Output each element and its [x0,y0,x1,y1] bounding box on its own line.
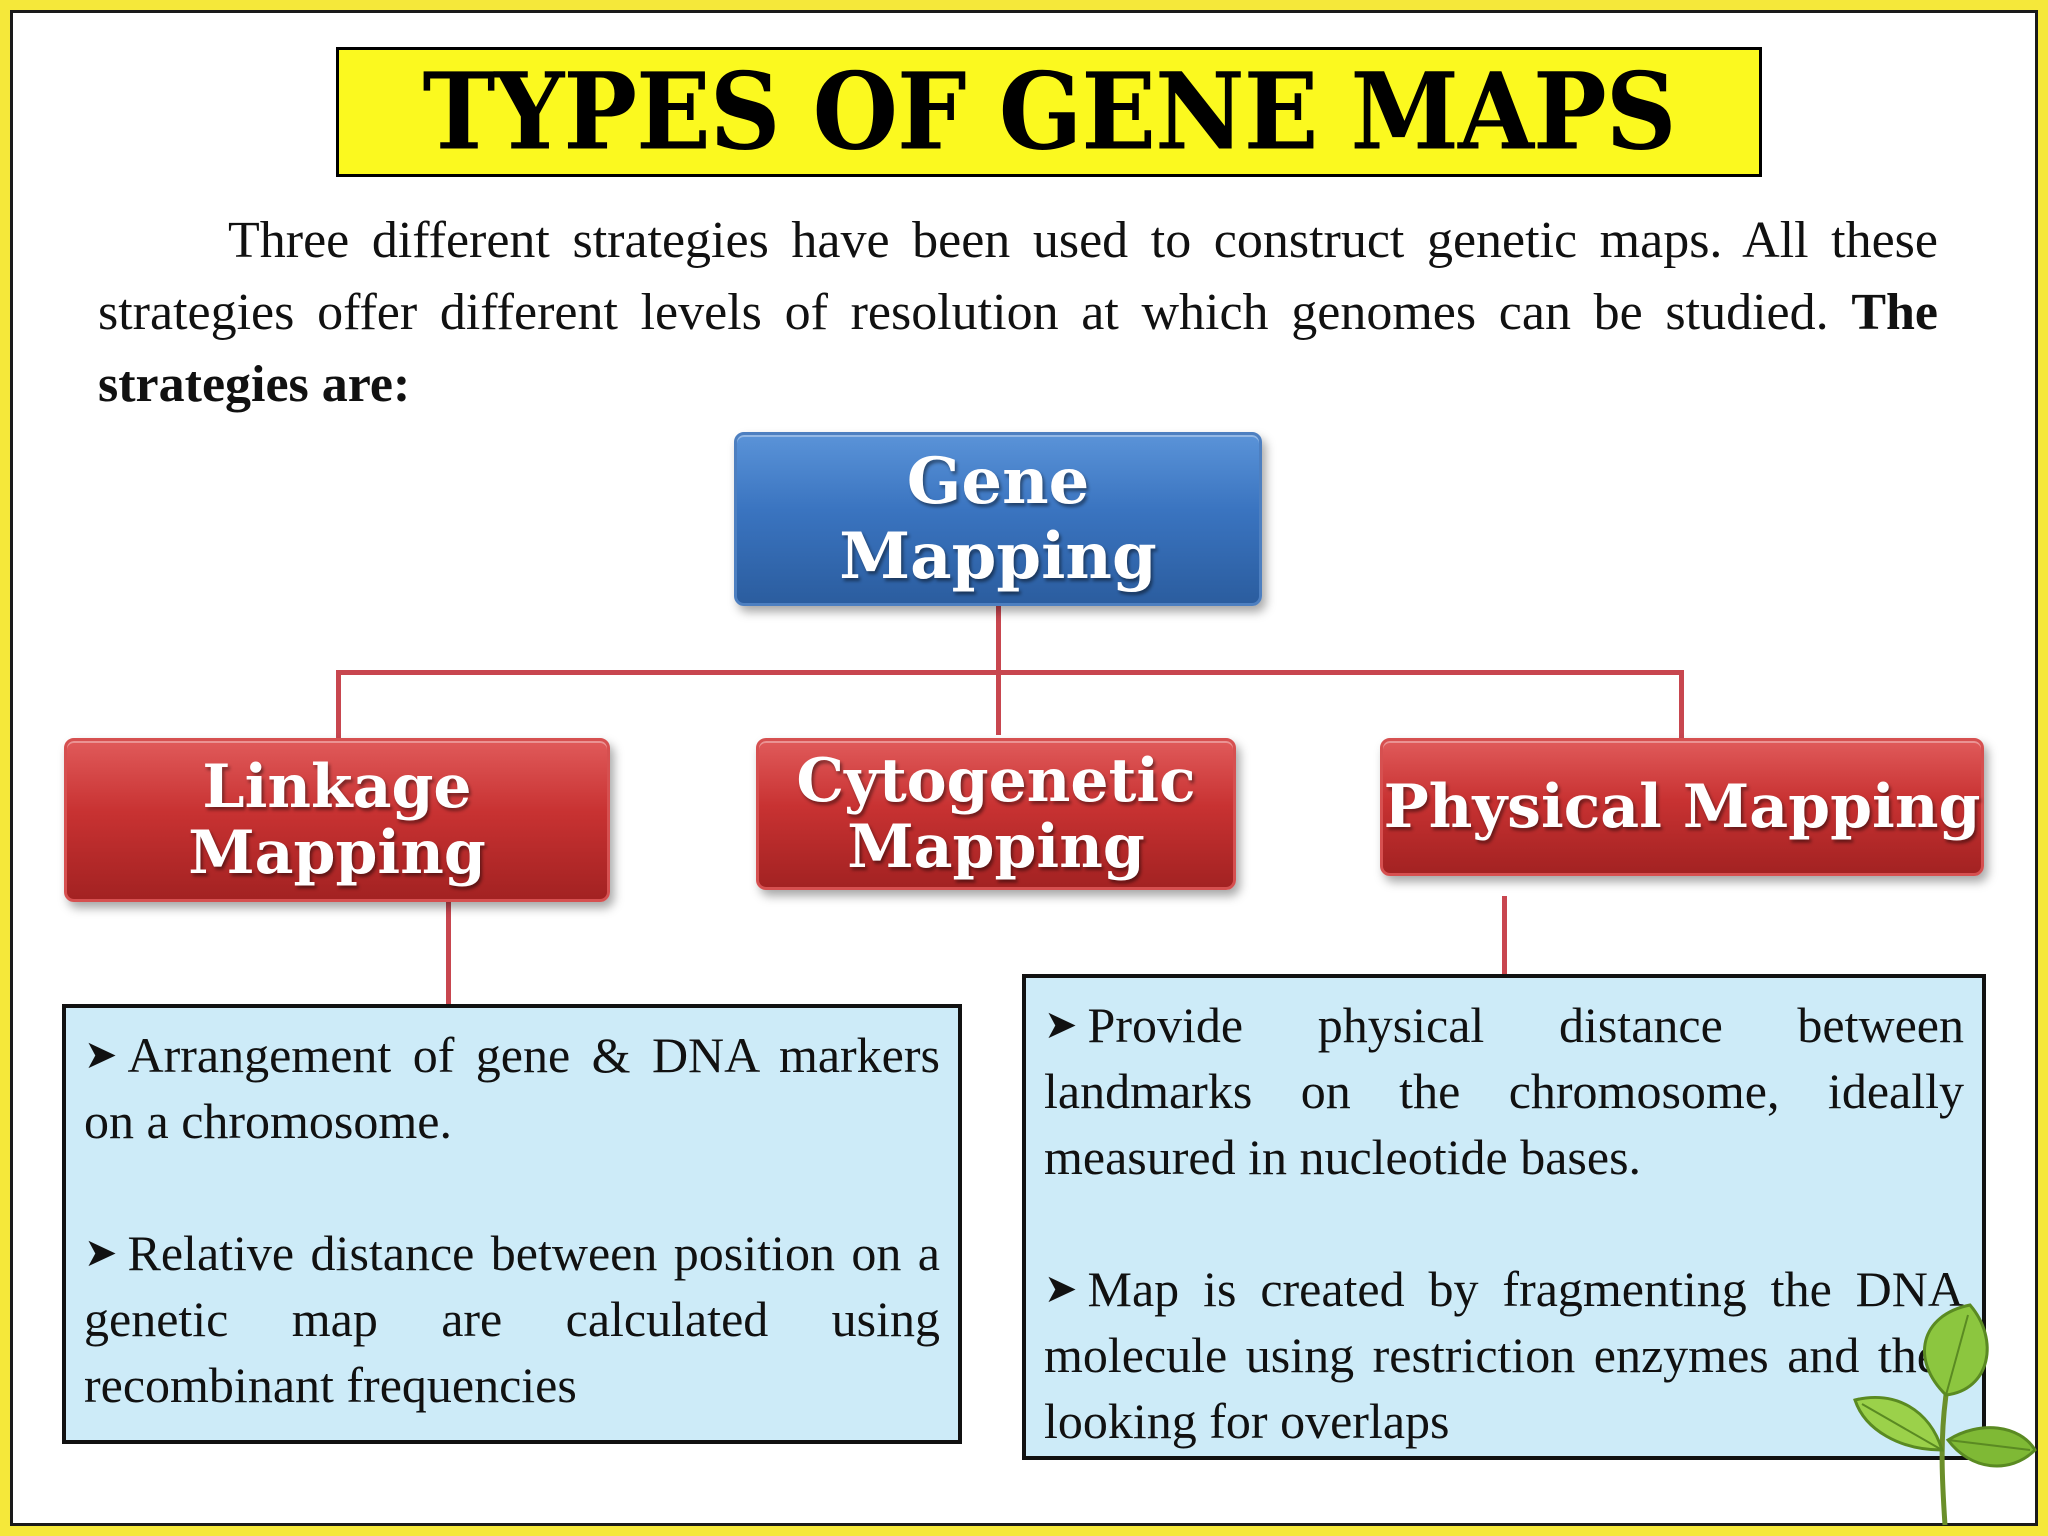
node-physical-label: Physical Mapping [1383,772,1981,842]
node-gene-mapping-label: Gene Mapping [839,444,1157,594]
intro-paragraph: Three different strategies have been use… [98,205,1938,421]
node-cytogenetic-line2: Mapping [847,812,1145,882]
list-item: ➤Relative distance between position on a… [84,1220,940,1418]
list-item: ➤Arrangement of gene & DNA markers on a … [84,1022,940,1154]
node-physical-mapping: Physical Mapping [1380,738,1984,876]
node-linkage-mapping: Linkage Mapping [64,738,610,902]
intro-text: Three different strategies have been use… [98,212,1938,341]
physical-bullet-1: Provide physical distance between landma… [1044,997,1964,1185]
connector-physical-to-box [1502,896,1507,978]
connector-linkage-to-box [446,898,451,1008]
connector-horizontal [336,670,1684,675]
physical-bullet-2: Map is created by fragmenting the DNA mo… [1044,1261,1964,1449]
linkage-bullet-2: Relative distance between position on a … [84,1225,940,1413]
arrowhead-bullet-icon: ➤ [84,1032,118,1078]
node-gene-mapping: Gene Mapping [734,432,1262,606]
leaf-icon [1853,1303,2037,1526]
connector-right-down [1679,670,1684,740]
list-item: ➤Map is created by fragmenting the DNA m… [1044,1256,1964,1454]
title-banner: TYPES OF GENE MAPS [336,47,1762,177]
arrowhead-bullet-icon: ➤ [84,1230,118,1276]
slide-inner-border [10,10,2038,1526]
node-cytogenetic-line1: Cytogenetic [796,746,1196,816]
physical-info-box: ➤Provide physical distance between landm… [1022,974,1986,1460]
intro-bold-text: The strategies are: [98,284,1939,413]
node-cytogenetic-mapping: Cytogenetic Mapping [756,738,1236,890]
arrowhead-bullet-icon: ➤ [1044,1002,1078,1048]
list-item: ➤Provide physical distance between landm… [1044,992,1964,1190]
arrowhead-bullet-icon: ➤ [1044,1266,1078,1312]
linkage-info-box: ➤Arrangement of gene & DNA markers on a … [62,1004,962,1444]
node-linkage-line1: Linkage [202,752,472,822]
node-linkage-line2: Mapping [188,818,486,888]
linkage-bullet-1: Arrangement of gene & DNA markers on a c… [84,1027,940,1149]
connector-left-down [336,670,341,740]
page-title: TYPES OF GENE MAPS [422,49,1677,175]
